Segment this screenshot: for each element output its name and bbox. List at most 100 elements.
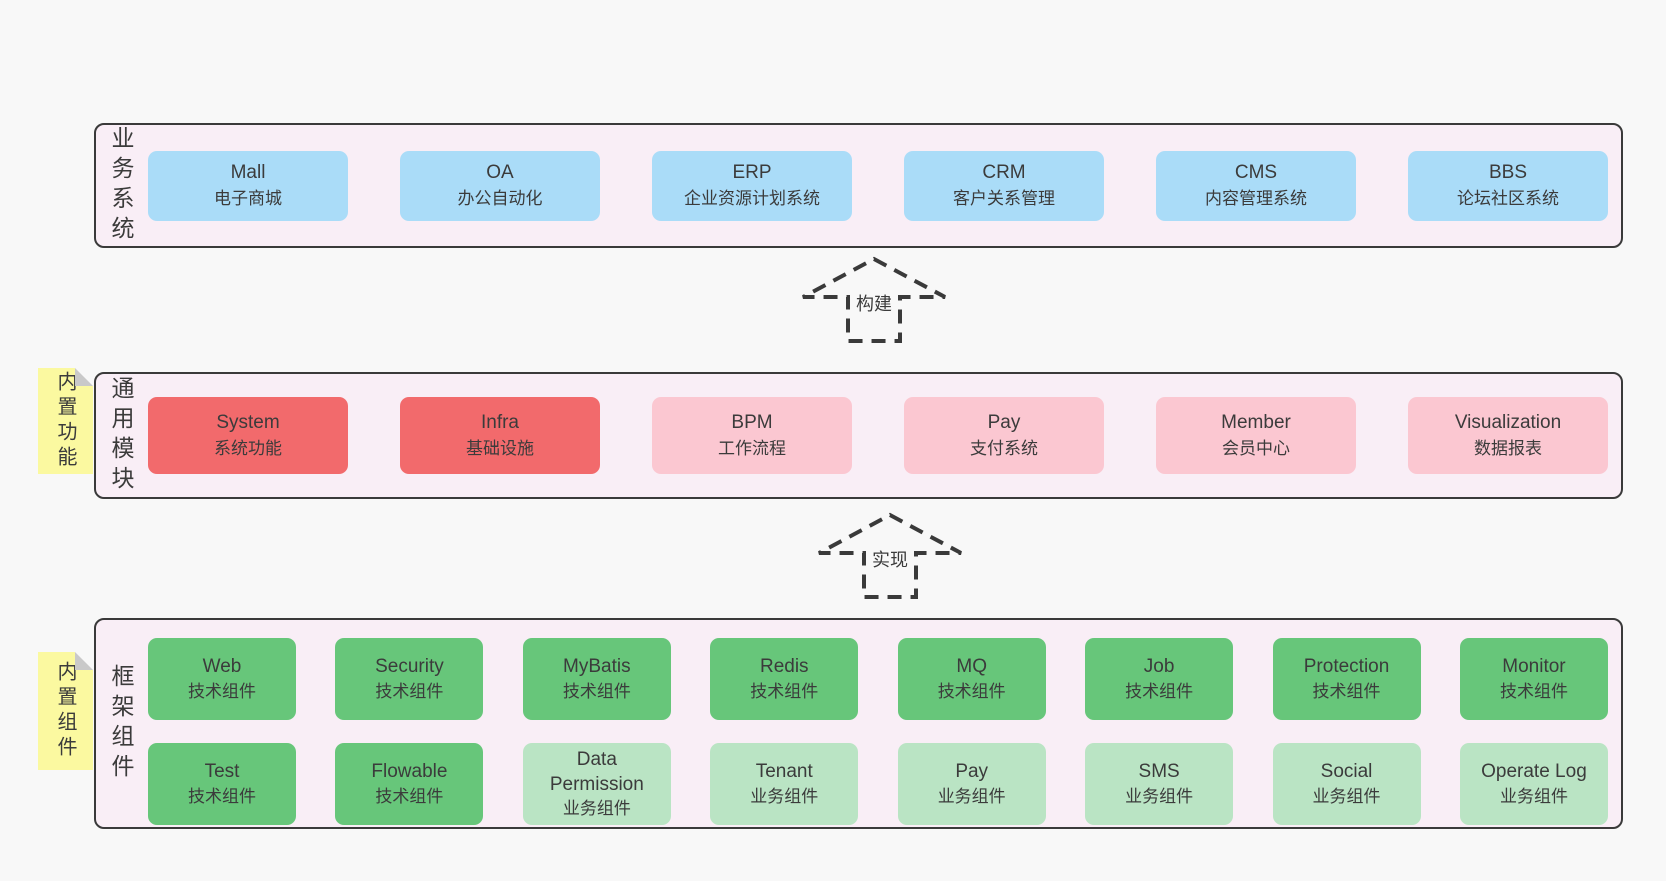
- box-flowable: Flowable 技术组件: [335, 743, 484, 825]
- box-web: Web 技术组件: [148, 638, 296, 720]
- box-subtitle: 电子商城: [214, 188, 282, 208]
- box-social: Social 业务组件: [1272, 743, 1421, 825]
- box-name: Monitor: [1502, 655, 1566, 677]
- box-name: Tenant: [755, 760, 813, 782]
- box-subtitle: 工作流程: [718, 438, 786, 458]
- box-sms: SMS 业务组件: [1085, 743, 1234, 825]
- box-subtitle: 会员中心: [1222, 438, 1290, 458]
- box-test: Test 技术组件: [148, 743, 296, 825]
- box-infra: Infra 基础设施: [400, 397, 600, 474]
- box-name: Job: [1143, 655, 1175, 677]
- box-name: Social: [1320, 760, 1373, 782]
- box-subtitle: 内容管理系统: [1205, 188, 1307, 208]
- box-protection: Protection 技术组件: [1272, 638, 1421, 720]
- box-name: Web: [202, 655, 242, 677]
- build-arrow: 构建: [799, 256, 949, 344]
- build-arrow-label: 构建: [851, 290, 897, 316]
- box-subtitle: 业务组件: [1312, 787, 1381, 807]
- box-subtitle: 技术组件: [562, 682, 631, 702]
- box-oa: OA 办公自动化: [400, 150, 600, 221]
- box-system: System 系统功能: [148, 397, 348, 474]
- box-name: Security: [375, 655, 444, 677]
- box-subtitle: 数据报表: [1474, 438, 1542, 458]
- box-subtitle: 系统功能: [214, 438, 282, 458]
- box-security: Security 技术组件: [335, 638, 484, 720]
- box-name: Test: [204, 760, 240, 782]
- box-pay-module: Pay 支付系统: [904, 397, 1104, 474]
- box-mall: Mall 电子商城: [148, 150, 348, 221]
- box-name: OA: [486, 162, 514, 184]
- box-subtitle: 论坛社区系统: [1457, 188, 1559, 208]
- box-subtitle: 技术组件: [188, 682, 256, 702]
- box-subtitle: 技术组件: [375, 682, 444, 702]
- box-subtitle: 支付系统: [970, 438, 1038, 458]
- box-subtitle: 技术组件: [188, 787, 256, 807]
- sticky-note-built-in-components: 内置组件: [38, 652, 93, 770]
- box-subtitle: 业务组件: [1499, 787, 1568, 807]
- box-subtitle: 技术组件: [1499, 682, 1568, 702]
- box-name: BPM: [731, 412, 773, 434]
- box-subtitle: 企业资源计划系统: [684, 188, 820, 208]
- implement-arrow-label: 实现: [867, 546, 913, 572]
- box-mq: MQ 技术组件: [897, 638, 1046, 720]
- box-name: Visualization: [1454, 412, 1562, 434]
- box-name: SMS: [1138, 760, 1180, 782]
- box-redis: Redis 技术组件: [710, 638, 859, 720]
- business-boxes-row: Mall 电子商城 OA 办公自动化 ERP 企业资源计划系统 CRM 客户关系…: [148, 125, 1608, 246]
- box-name: Infra: [480, 412, 520, 434]
- box-monitor: Monitor 技术组件: [1459, 638, 1608, 720]
- box-operate-log: Operate Log 业务组件: [1459, 743, 1608, 825]
- box-name: Pay: [955, 760, 989, 782]
- box-name: BBS: [1488, 162, 1528, 184]
- box-job: Job 技术组件: [1085, 638, 1234, 720]
- box-subtitle: 技术组件: [375, 787, 444, 807]
- box-crm: CRM 客户关系管理: [904, 150, 1104, 221]
- box-name: CRM: [982, 162, 1026, 184]
- layer-label-business: 业务系统: [108, 125, 134, 246]
- box-bpm: BPM 工作流程: [652, 397, 852, 474]
- box-name: System: [216, 412, 280, 434]
- layer-label-components: 框架组件: [108, 663, 134, 784]
- box-subtitle: 客户关系管理: [953, 188, 1055, 208]
- common-modules-layer: 通用模块 System 系统功能 Infra 基础设施 BPM 工作流程 Pay…: [94, 372, 1623, 499]
- box-name: Data Permission: [549, 749, 644, 795]
- sticky-note-label: 内置功能: [54, 371, 76, 471]
- box-subtitle: 业务组件: [1125, 787, 1194, 807]
- components-row-2: Test 技术组件 Flowable 技术组件 Data Permission …: [148, 743, 1608, 825]
- framework-components-layer: 框架组件 Web 技术组件 Security 技术组件 MyBatis 技术组件…: [94, 618, 1623, 829]
- modules-boxes-row: System 系统功能 Infra 基础设施 BPM 工作流程 Pay 支付系统…: [148, 374, 1608, 497]
- box-name: Redis: [759, 655, 809, 677]
- box-name: Member: [1221, 412, 1291, 434]
- up-arrow-icon: [802, 256, 946, 343]
- box-subtitle: 业务组件: [562, 798, 631, 818]
- box-subtitle: 技术组件: [1125, 682, 1194, 702]
- box-name: Pay: [987, 412, 1021, 434]
- box-name: MQ: [956, 655, 987, 677]
- box-cms: CMS 内容管理系统: [1156, 150, 1356, 221]
- box-visualization: Visualization 数据报表: [1408, 397, 1608, 474]
- box-erp: ERP 企业资源计划系统: [652, 150, 852, 221]
- box-name: MyBatis: [563, 655, 631, 677]
- box-tenant: Tenant 业务组件: [710, 743, 859, 825]
- box-data-permission: Data Permission 业务组件: [522, 743, 671, 825]
- implement-arrow: 实现: [815, 512, 965, 600]
- sticky-note-label: 内置组件: [54, 661, 76, 761]
- box-mybatis: MyBatis 技术组件: [522, 638, 671, 720]
- box-member: Member 会员中心: [1156, 397, 1356, 474]
- box-subtitle: 基础设施: [466, 438, 534, 458]
- box-bbs: BBS 论坛社区系统: [1408, 150, 1608, 221]
- box-subtitle: 业务组件: [937, 787, 1006, 807]
- box-name: Operate Log: [1481, 760, 1587, 782]
- box-subtitle: 技术组件: [1312, 682, 1381, 702]
- box-name: ERP: [732, 162, 772, 184]
- business-systems-layer: 业务系统 Mall 电子商城 OA 办公自动化 ERP 企业资源计划系统 CRM…: [94, 123, 1623, 248]
- box-subtitle: 技术组件: [750, 682, 819, 702]
- box-name: Protection: [1303, 655, 1390, 677]
- layer-label-modules: 通用模块: [108, 375, 134, 496]
- box-name: Flowable: [371, 760, 448, 782]
- box-name: CMS: [1234, 162, 1278, 184]
- box-subtitle: 办公自动化: [457, 188, 543, 208]
- box-pay-component: Pay 业务组件: [897, 743, 1046, 825]
- sticky-note-built-in-features: 内置功能: [38, 368, 93, 474]
- up-arrow-icon: [818, 512, 962, 599]
